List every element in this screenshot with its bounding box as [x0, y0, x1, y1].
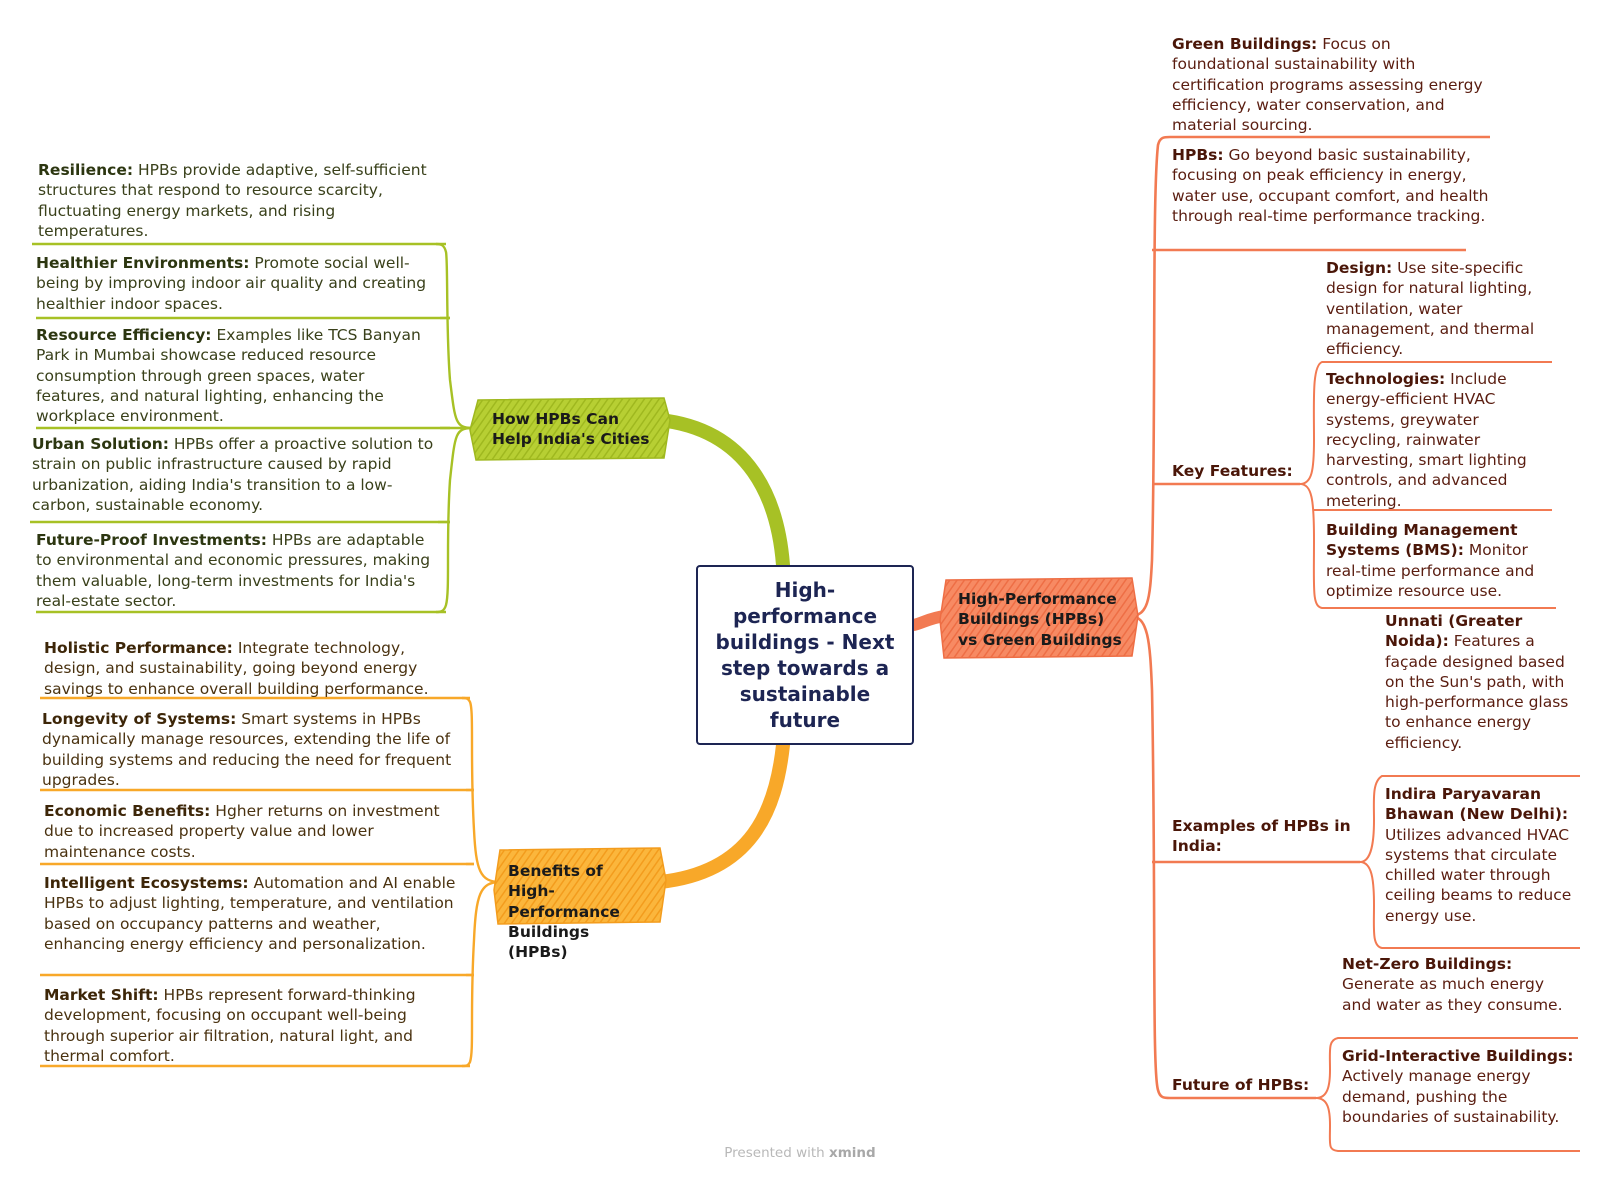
- benefits-bracket: [40, 696, 501, 1068]
- cities-item-healthier-text: Promote social well-being by improving i…: [36, 254, 427, 313]
- example-unnati-bold: Unnati (Greater Noida):: [1385, 612, 1523, 651]
- example-indira-bold: Indira Paryavaran Bhawan (New Delhi):: [1385, 785, 1569, 824]
- example-indira[interactable]: Indira Paryavaran Bhawan (New Delhi): Ut…: [1385, 784, 1580, 926]
- key-features-bracket: [1299, 361, 1556, 609]
- benefits-item-intelligent-bold: Intelligent Ecosystems:: [44, 874, 249, 892]
- benefits-item-intelligent[interactable]: Intelligent Ecosystems: Automation and A…: [44, 873, 464, 954]
- cities-item-resource-efficiency-bold: Resource Efficiency:: [36, 326, 212, 344]
- cities-item-future-proof-bold: Future-Proof Investments:: [36, 531, 267, 549]
- cities-item-future-proof[interactable]: Future-Proof Investments: HPBs are adapt…: [36, 530, 436, 611]
- benefits-item-longevity-bold: Longevity of Systems:: [42, 710, 237, 728]
- branch-cities[interactable]: How HPBs Can Help India's Cities: [492, 410, 650, 449]
- key-feature-bms[interactable]: Building Management Systems (BMS): Monit…: [1326, 520, 1556, 601]
- cities-item-urban-solution[interactable]: Urban Solution: HPBs offer a proactive s…: [32, 434, 442, 515]
- cities-node-shape: [469, 397, 671, 461]
- cities-item-resilience-text: HPBs provide adaptive, self-sufficient s…: [38, 161, 427, 240]
- cities-item-resilience-bold: Resilience:: [38, 161, 134, 179]
- example-indira-text: Utilizes advanced HVAC systems that circ…: [1385, 825, 1572, 925]
- benefits-item-holistic-bold: Holistic Performance:: [44, 639, 233, 657]
- comparison-hpbs[interactable]: HPBs: Go beyond basic sustainability, fo…: [1172, 145, 1492, 226]
- comparison-green-buildings-bold: Green Buildings:: [1172, 35, 1318, 53]
- cities-item-healthier[interactable]: Healthier Environments: Promote social w…: [36, 253, 436, 314]
- benefits-item-holistic[interactable]: Holistic Performance: Integrate technolo…: [44, 638, 464, 699]
- benefits-item-economic-bold: Economic Benefits:: [44, 802, 211, 820]
- key-feature-design[interactable]: Design: Use site-specific design for nat…: [1326, 258, 1552, 359]
- cities-bracket: [30, 242, 473, 614]
- benefits-item-holistic-text: Integrate technology, design, and sustai…: [44, 639, 429, 698]
- examples-bracket: [1359, 775, 1580, 949]
- future-net-zero[interactable]: Net-Zero Buildings: Generate as much ene…: [1342, 954, 1578, 1015]
- comparison-bracket: [1129, 135, 1490, 1100]
- central-topic[interactable]: High-performance buildings - Next step t…: [696, 565, 914, 745]
- presented-with-footer: Presented with xmind: [0, 1145, 1600, 1161]
- benefits-item-market-shift[interactable]: Market Shift: HPBs represent forward-thi…: [44, 985, 464, 1066]
- benefits-item-economic[interactable]: Economic Benefits: Hgher returns on inve…: [44, 801, 464, 862]
- key-feature-technologies[interactable]: Technologies: Include energy-efficient H…: [1326, 369, 1552, 511]
- key-feature-bms-text: Monitor real-time performance and optimi…: [1326, 541, 1535, 600]
- benefits-item-market-shift-text: HPBs represent forward-thinking developm…: [44, 986, 416, 1065]
- future-grid-interactive-text: Actively manage energy demand, pushing t…: [1342, 1067, 1560, 1126]
- cities-item-future-proof-text: HPBs are adaptable to environmental and …: [36, 531, 431, 610]
- comparison-green-buildings-text: Focus on foundational sustainability wit…: [1172, 35, 1483, 135]
- key-feature-design-text: Use site-specific design for natural lig…: [1326, 259, 1535, 359]
- future-grid-interactive[interactable]: Grid-Interactive Buildings: Actively man…: [1342, 1046, 1580, 1127]
- future-net-zero-bold: Net-Zero Buildings:: [1342, 955, 1513, 973]
- comparison-green-buildings[interactable]: Green Buildings: Focus on foundational s…: [1172, 34, 1492, 135]
- cities-item-resilience[interactable]: Resilience: HPBs provide adaptive, self-…: [38, 160, 436, 241]
- example-unnati-text: Features a façade designed based on the …: [1385, 632, 1569, 752]
- benefits-item-longevity[interactable]: Longevity of Systems: Smart systems in H…: [42, 709, 472, 790]
- comparison-node-shape: [939, 577, 1139, 659]
- cities-item-urban-solution-text: HPBs offer a proactive solution to strai…: [32, 435, 434, 514]
- examples-label[interactable]: Examples of HPBs in India:: [1172, 817, 1351, 855]
- branch-comparison[interactable]: High-Performance Buildings (HPBs) vs Gre…: [958, 590, 1122, 649]
- connector-cities: [653, 413, 790, 572]
- footer-prefix: Presented with: [724, 1145, 830, 1161]
- future-grid-interactive-bold: Grid-Interactive Buildings:: [1342, 1047, 1574, 1065]
- cities-item-urban-solution-bold: Urban Solution:: [32, 435, 169, 453]
- xmind-brand: xmind: [829, 1145, 876, 1161]
- key-feature-design-bold: Design:: [1326, 259, 1393, 277]
- branch-benefits[interactable]: Benefits of High-Performance Buildings (…: [508, 862, 620, 962]
- cities-item-healthier-bold: Healthier Environments:: [36, 254, 250, 272]
- future-net-zero-text: Generate as much energy and water as the…: [1342, 975, 1563, 1014]
- benefits-item-market-shift-bold: Market Shift:: [44, 986, 159, 1004]
- key-feature-bms-bold: Building Management Systems (BMS):: [1326, 521, 1518, 560]
- benefits-item-longevity-text: Smart systems in HPBs dynamically manage…: [42, 710, 452, 789]
- comparison-hpbs-bold: HPBs:: [1172, 146, 1224, 164]
- cities-item-resource-efficiency-text: Examples like TCS Banyan Park in Mumbai …: [36, 326, 421, 426]
- benefits-item-intelligent-text: Automation and AI enable HPBs to adjust …: [44, 874, 456, 953]
- connector-benefits: [653, 738, 790, 889]
- key-feature-technologies-bold: Technologies:: [1326, 370, 1446, 388]
- future-label[interactable]: Future of HPBs:: [1172, 1076, 1310, 1094]
- comparison-hpbs-text: Go beyond basic sustainability, focusing…: [1172, 146, 1489, 225]
- cities-item-resource-efficiency[interactable]: Resource Efficiency: Examples like TCS B…: [36, 325, 436, 426]
- benefits-node-shape: [493, 847, 667, 925]
- example-unnati[interactable]: Unnati (Greater Noida): Features a façad…: [1385, 611, 1580, 753]
- future-bracket: [1315, 1037, 1580, 1152]
- key-features-label[interactable]: Key Features:: [1172, 462, 1293, 480]
- benefits-item-economic-text: Hgher returns on investment due to incre…: [44, 802, 440, 861]
- key-feature-technologies-text: Include energy-efficient HVAC systems, g…: [1326, 370, 1527, 510]
